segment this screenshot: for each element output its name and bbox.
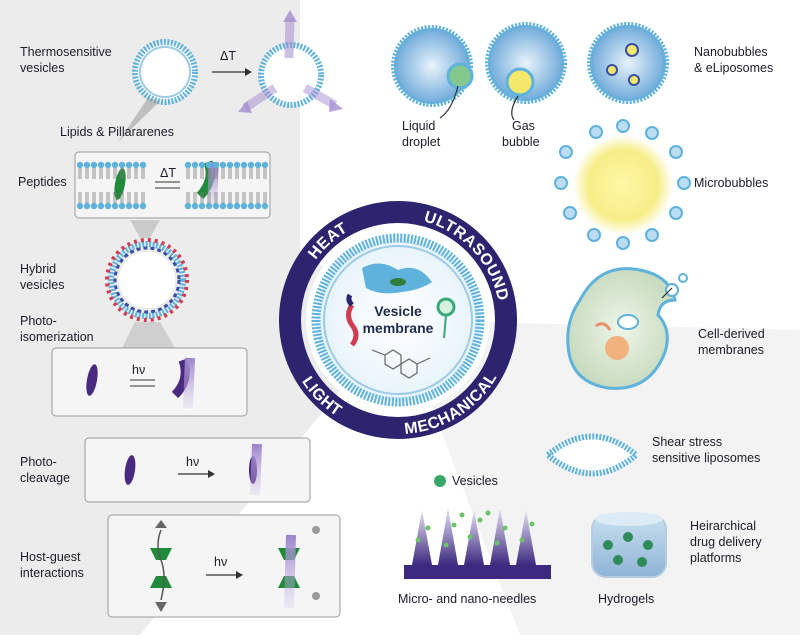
liquid-droplet-label-2: droplet xyxy=(402,135,441,149)
gas-bubble-label-2: bubble xyxy=(502,135,540,149)
hybrid-label-1: Hybrid xyxy=(20,262,56,276)
thermo-arrow xyxy=(212,68,252,76)
hydrogels-label: Hydrogels xyxy=(598,592,654,606)
hybrid-vesicle xyxy=(105,238,189,322)
shear-stress-liposome xyxy=(543,433,641,477)
gas-bubble-pointer xyxy=(511,95,519,121)
cell-derived-membrane xyxy=(566,267,688,390)
gas-bubble-label-1: Gas xyxy=(512,119,535,133)
hydrogel xyxy=(591,512,667,578)
hierarchical-label-2: drug delivery xyxy=(690,535,762,549)
photocleave-label-2: cleavage xyxy=(20,471,70,485)
microbubbles-label: Microbubbles xyxy=(694,176,768,190)
peptides-panel xyxy=(74,151,271,219)
stimulus-ring xyxy=(279,201,517,439)
bilayer-segment xyxy=(76,161,147,210)
liquid-droplet-label-1: Liquid xyxy=(402,119,435,133)
photocleave-hv-label: hν xyxy=(186,455,199,469)
center-cell-icon xyxy=(362,263,432,294)
hierarchical-label-1: Heirarchical xyxy=(690,519,756,533)
vesicles-legend-label: Vesicles xyxy=(452,474,498,488)
center-label-1: Vesicle xyxy=(374,303,422,319)
thermosensitive-label-1: Thermosensitive xyxy=(20,45,112,59)
center-label-2: membrane xyxy=(363,320,434,336)
needles-label: Micro- and nano-needles xyxy=(398,592,536,606)
thermosensitive-label-2: vesicles xyxy=(20,61,64,75)
cell-derived-label-2: membranes xyxy=(698,343,764,357)
hierarchical-label-3: platforms xyxy=(690,551,741,565)
hostguest-label-1: Host-guest xyxy=(20,550,81,564)
nanobubbles-label-2: & eLiposomes xyxy=(694,61,773,75)
lipids-pillararenes-label: Lipids & Pillararenes xyxy=(60,125,174,139)
hostguest-panel xyxy=(107,514,341,618)
thermosensitive-vesicle-open xyxy=(238,10,343,113)
hostguest-hv-label: hν xyxy=(214,555,227,569)
liquid-droplet-liposome xyxy=(391,25,474,107)
cell-derived-label-1: Cell-derived xyxy=(698,327,765,341)
thermosensitive-vesicle-intact xyxy=(118,39,198,142)
nanobubble-liposome xyxy=(587,22,669,104)
liquid-droplet-pointer xyxy=(439,85,459,119)
nanobubbles-label-1: Nanobubbles xyxy=(694,45,768,59)
photoiso-hv-label: hν xyxy=(132,363,145,377)
shear-stress-label-2: sensitive liposomes xyxy=(652,451,760,465)
photoisomerization-panel xyxy=(51,347,248,417)
center-liposome-icon xyxy=(436,297,456,339)
vesicle-legend-dot xyxy=(434,475,446,487)
peptides-delta-t-label: ΔT xyxy=(160,166,176,180)
hostguest-label-2: interactions xyxy=(20,566,84,580)
shear-stress-label-1: Shear stress xyxy=(652,435,722,449)
photocleave-label-1: Photo- xyxy=(20,455,57,469)
hybrid-label-2: vesicles xyxy=(20,278,64,292)
thermo-delta-t-label: ΔT xyxy=(220,49,236,63)
microbubble xyxy=(554,119,691,250)
bilayer-segment xyxy=(184,161,269,210)
center-molecule-icon xyxy=(371,349,431,379)
micro-nano-needles xyxy=(404,508,551,579)
center-polymer-red xyxy=(346,303,359,347)
peptides-label: Peptides xyxy=(18,175,67,189)
photoiso-label-1: Photo- xyxy=(20,314,57,328)
gas-bubble-liposome xyxy=(485,22,567,104)
photoiso-label-2: isomerization xyxy=(20,330,94,344)
photocleavage-panel xyxy=(84,437,311,503)
center-polymer-blue xyxy=(346,293,354,307)
